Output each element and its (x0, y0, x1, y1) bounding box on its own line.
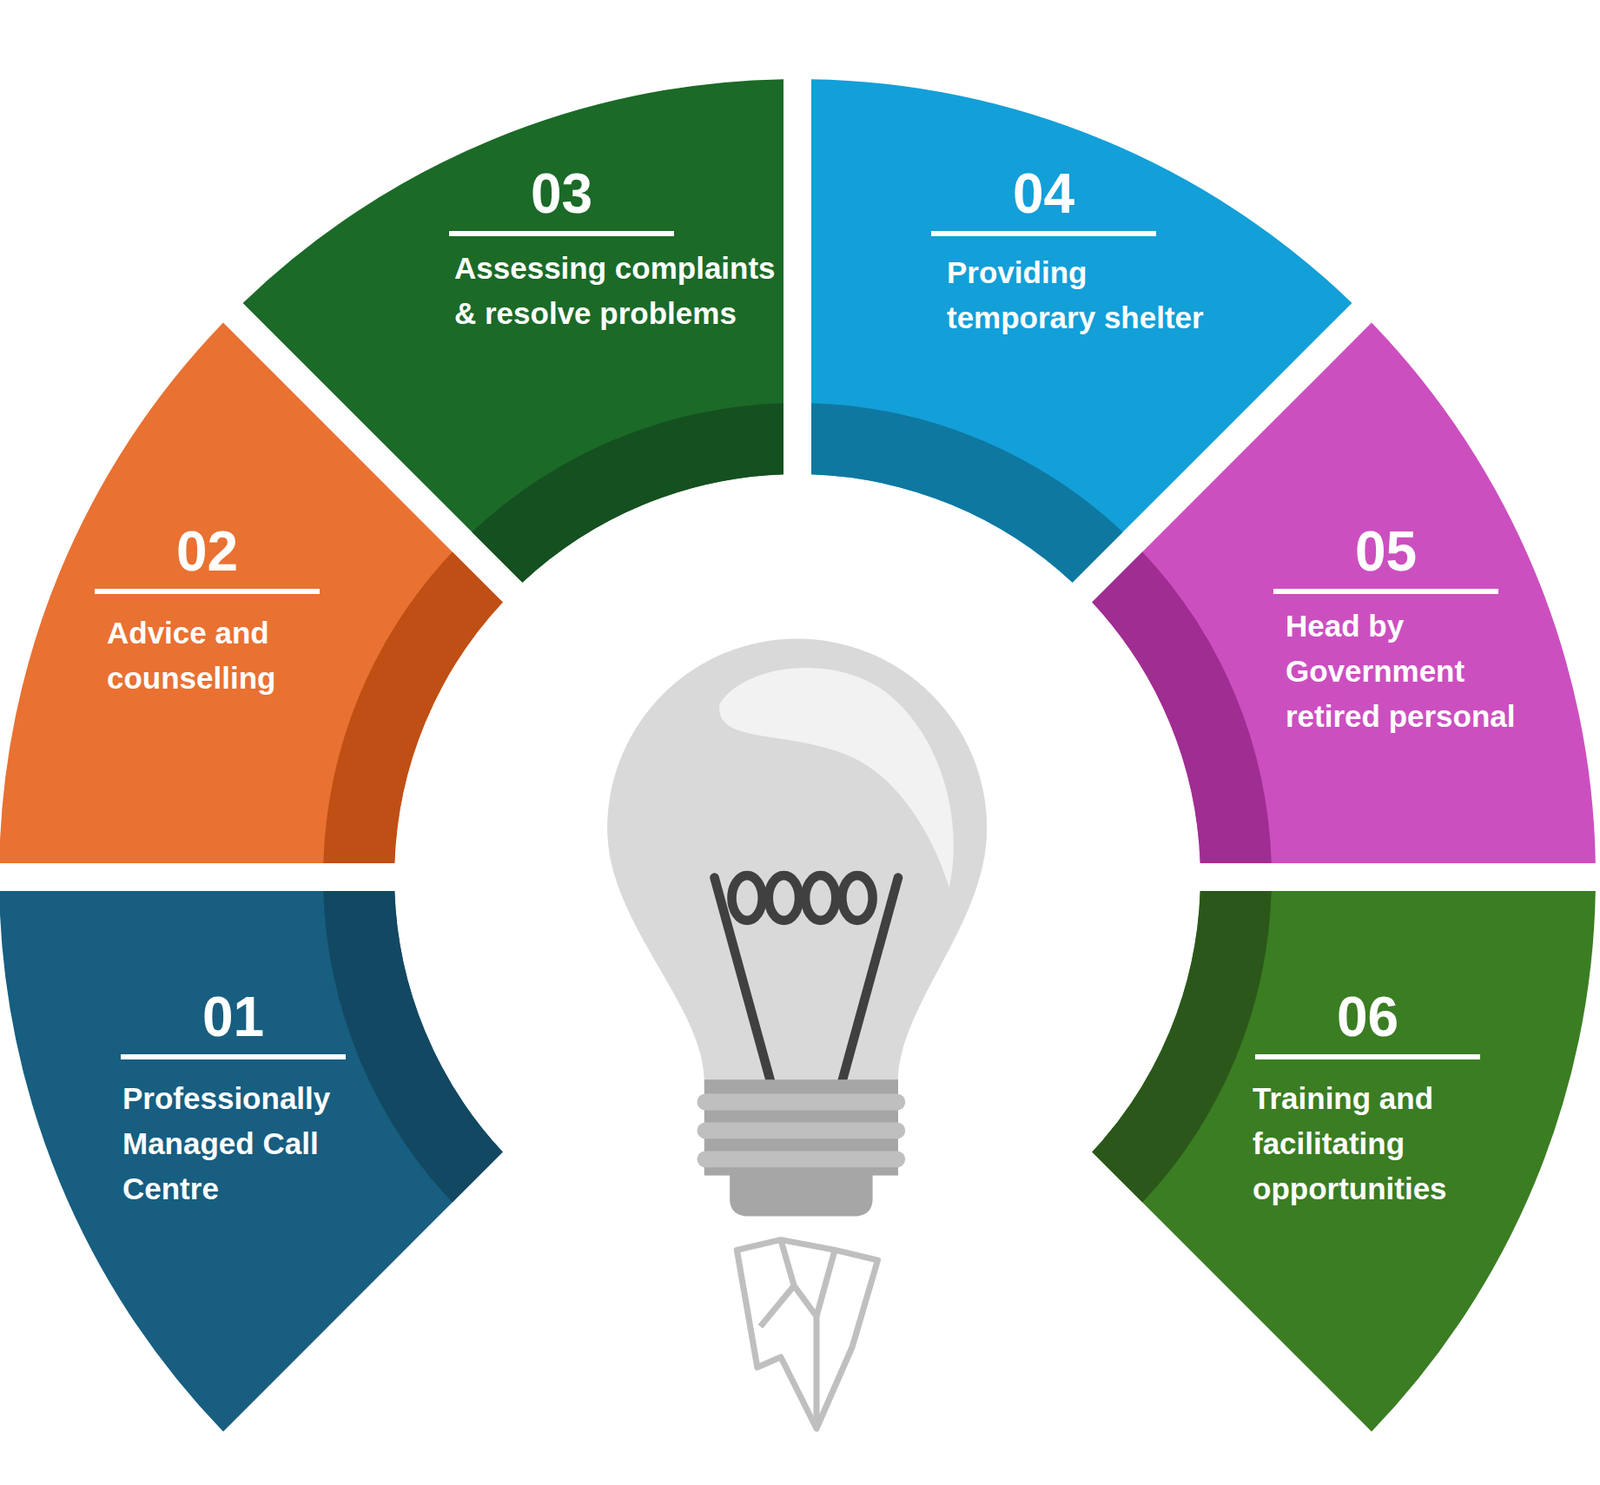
segment-box: 03Assessing complaints & resolve problem… (231, 77, 800, 595)
segment-inner-band (471, 403, 784, 583)
ring-segment (231, 77, 800, 595)
text-slot: Head by Government retired personal (1285, 603, 1547, 740)
step-text: Professionally Managed Call Centre (122, 1076, 384, 1212)
step-text: Head by Government retired personal (1285, 603, 1547, 740)
text-slot: Professionally Managed Call Centre (122, 1076, 384, 1212)
step-text: Training and facilitating opportunities (1252, 1076, 1531, 1212)
segment-inner-band (323, 551, 503, 864)
step-number: 05 (1273, 521, 1499, 595)
step-number: 04 (931, 163, 1157, 237)
segment-box: 05Head by Government retired personal (1080, 310, 1598, 880)
number-slot: 03 (449, 163, 675, 237)
step-number: 02 (94, 521, 320, 595)
step-text: Providing temporary shelter (946, 250, 1225, 341)
step-number: 01 (120, 986, 346, 1060)
number-slot: 05 (1273, 521, 1499, 595)
number-slot: 04 (931, 163, 1157, 237)
number-slot: 06 (1255, 986, 1481, 1060)
step-text: Assessing complaints & resolve problems (454, 245, 776, 337)
segment-shape (1091, 891, 1596, 1432)
text-slot: Advice and counselling (106, 610, 368, 701)
text-slot: Providing temporary shelter (946, 250, 1225, 341)
number-slot: 02 (94, 521, 320, 595)
number-slot: 01 (120, 986, 346, 1060)
step-number: 06 (1255, 986, 1481, 1060)
ring-segment (1080, 310, 1598, 880)
step-number: 03 (449, 163, 675, 237)
segment-inner-band (323, 891, 503, 1204)
segment-inner-band (1091, 551, 1272, 864)
segment-inner-band (811, 403, 1124, 583)
segment-shape (243, 79, 784, 583)
segment-box: 01Professionally Managed Call Centre (0, 875, 515, 1444)
text-slot: Training and facilitating opportunities (1252, 1076, 1531, 1212)
segment-inner-band (1091, 891, 1272, 1204)
segment-box: 06Training and facilitating opportunitie… (1080, 875, 1598, 1444)
step-text: Advice and counselling (106, 610, 368, 701)
text-slot: Assessing complaints & resolve problems (454, 245, 776, 337)
segment-shape (1091, 323, 1596, 864)
segment-shape (0, 891, 503, 1432)
